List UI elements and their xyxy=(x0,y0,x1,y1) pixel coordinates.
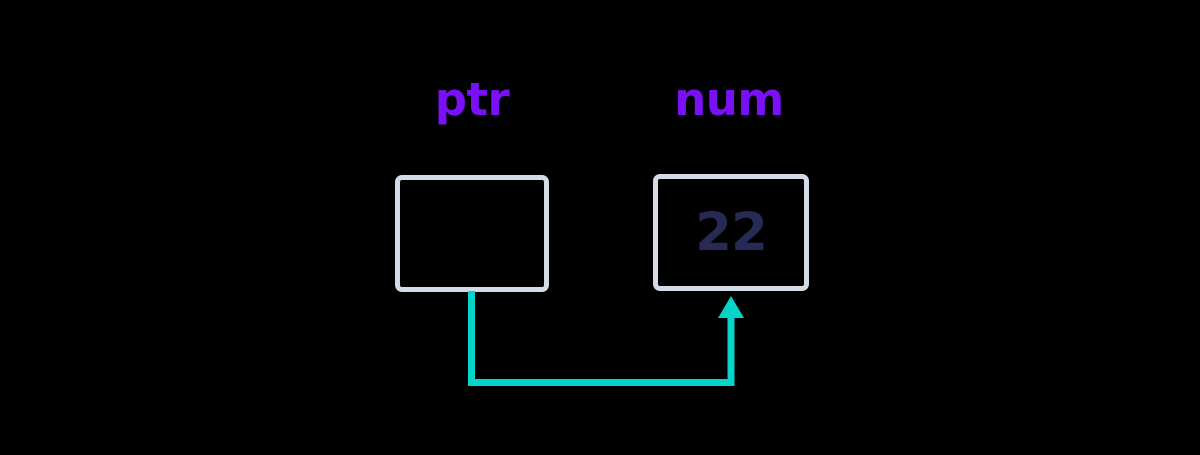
memory-value-num: 22 xyxy=(695,202,768,263)
pointer-arrow-path xyxy=(468,291,735,386)
memory-box-num: 22 xyxy=(653,174,809,291)
variable-label-num: num xyxy=(674,73,784,126)
pointer-arrowhead-icon xyxy=(718,296,744,318)
variable-label-ptr: ptr xyxy=(434,73,510,126)
memory-box-ptr xyxy=(395,175,549,292)
